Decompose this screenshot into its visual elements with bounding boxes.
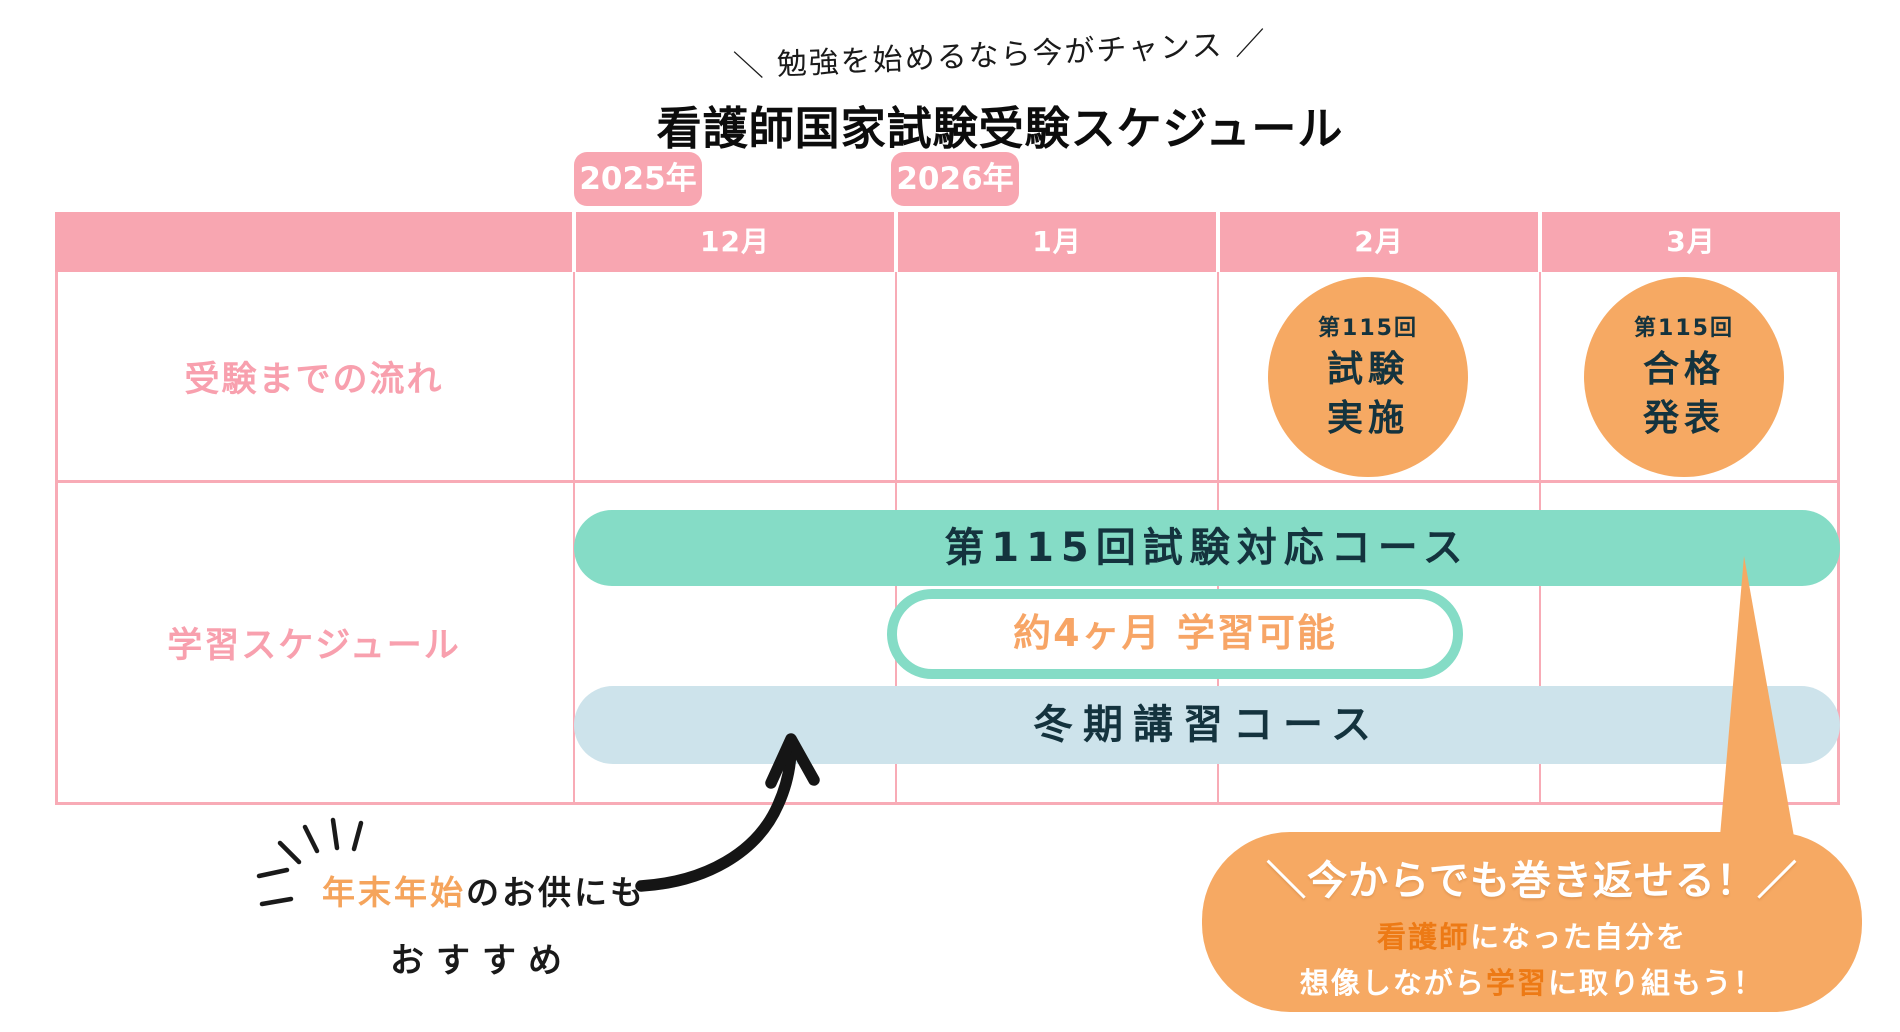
table-header: 12月 1月 2月 3月 (55, 212, 1840, 272)
note-highlight: 年末年始 (322, 873, 466, 912)
event-title: 発表 (1642, 398, 1725, 439)
event-title: 実施 (1326, 398, 1409, 439)
note-line1: 年末年始のお供にも (322, 866, 646, 914)
row-label-exam-flow: 受験までの流れ (184, 359, 444, 400)
month-header-feb: 2月 (1354, 225, 1404, 258)
bubble-text: に取り組もう！ (1547, 966, 1765, 1000)
year-badge-2025: 2025年 (574, 152, 702, 206)
year-badge-2026: 2026年 (891, 152, 1019, 206)
event-round-label: 第115回 (1318, 316, 1418, 342)
event-title: 合格 (1642, 349, 1725, 391)
grid-line (573, 272, 575, 802)
month-header-jan: 1月 (1032, 225, 1082, 258)
tagline: ＼ 勉強を始めるなら今がチャンス ／ (732, 26, 1268, 85)
bubble-text-line2: 看護師になった自分を (1202, 914, 1862, 956)
header-divider (894, 212, 898, 272)
note-line2: おすすめ (390, 941, 574, 981)
bubble-text-line3: 想像しながら学習に取り組もう！ (1202, 960, 1862, 1002)
event-exam-circle: 第115回 試験 実施 (1268, 277, 1468, 477)
course-bar-winter: 冬期講習コース (574, 686, 1840, 764)
bubble-highlight-nurse: 看護師 (1376, 920, 1470, 954)
grid-line (58, 480, 1837, 483)
course-duration-pill: 約4ヶ月 学習可能 (887, 589, 1463, 679)
encouragement-bubble: ＼今からでも巻き返せる！／ 看護師になった自分を 想像しながら学習に取り組もう！ (1202, 832, 1862, 1012)
header-divider (1538, 212, 1542, 272)
event-round-label: 第115回 (1634, 316, 1734, 342)
row-label-study-schedule: 学習スケジュール (167, 626, 461, 666)
header-divider (572, 212, 576, 272)
course-bar-main: 第115回試験対応コース (574, 510, 1840, 586)
header-divider (1216, 212, 1220, 272)
bubble-text: になった自分を (1470, 920, 1688, 954)
bubble-text: 想像しながら (1299, 966, 1486, 1000)
bubble-highlight-study: 学習 (1485, 966, 1548, 1000)
bubble-headline: ＼今からでも巻き返せる！／ (1266, 858, 1798, 904)
note-text: のお供にも (466, 873, 646, 912)
month-header-dec: 12月 (700, 225, 770, 258)
event-title: 試験 (1326, 349, 1409, 391)
event-result-circle: 第115回 合格 発表 (1584, 277, 1784, 477)
page-title: 看護師国家試験受験スケジュール (656, 102, 1344, 155)
month-header-mar: 3月 (1666, 225, 1716, 258)
